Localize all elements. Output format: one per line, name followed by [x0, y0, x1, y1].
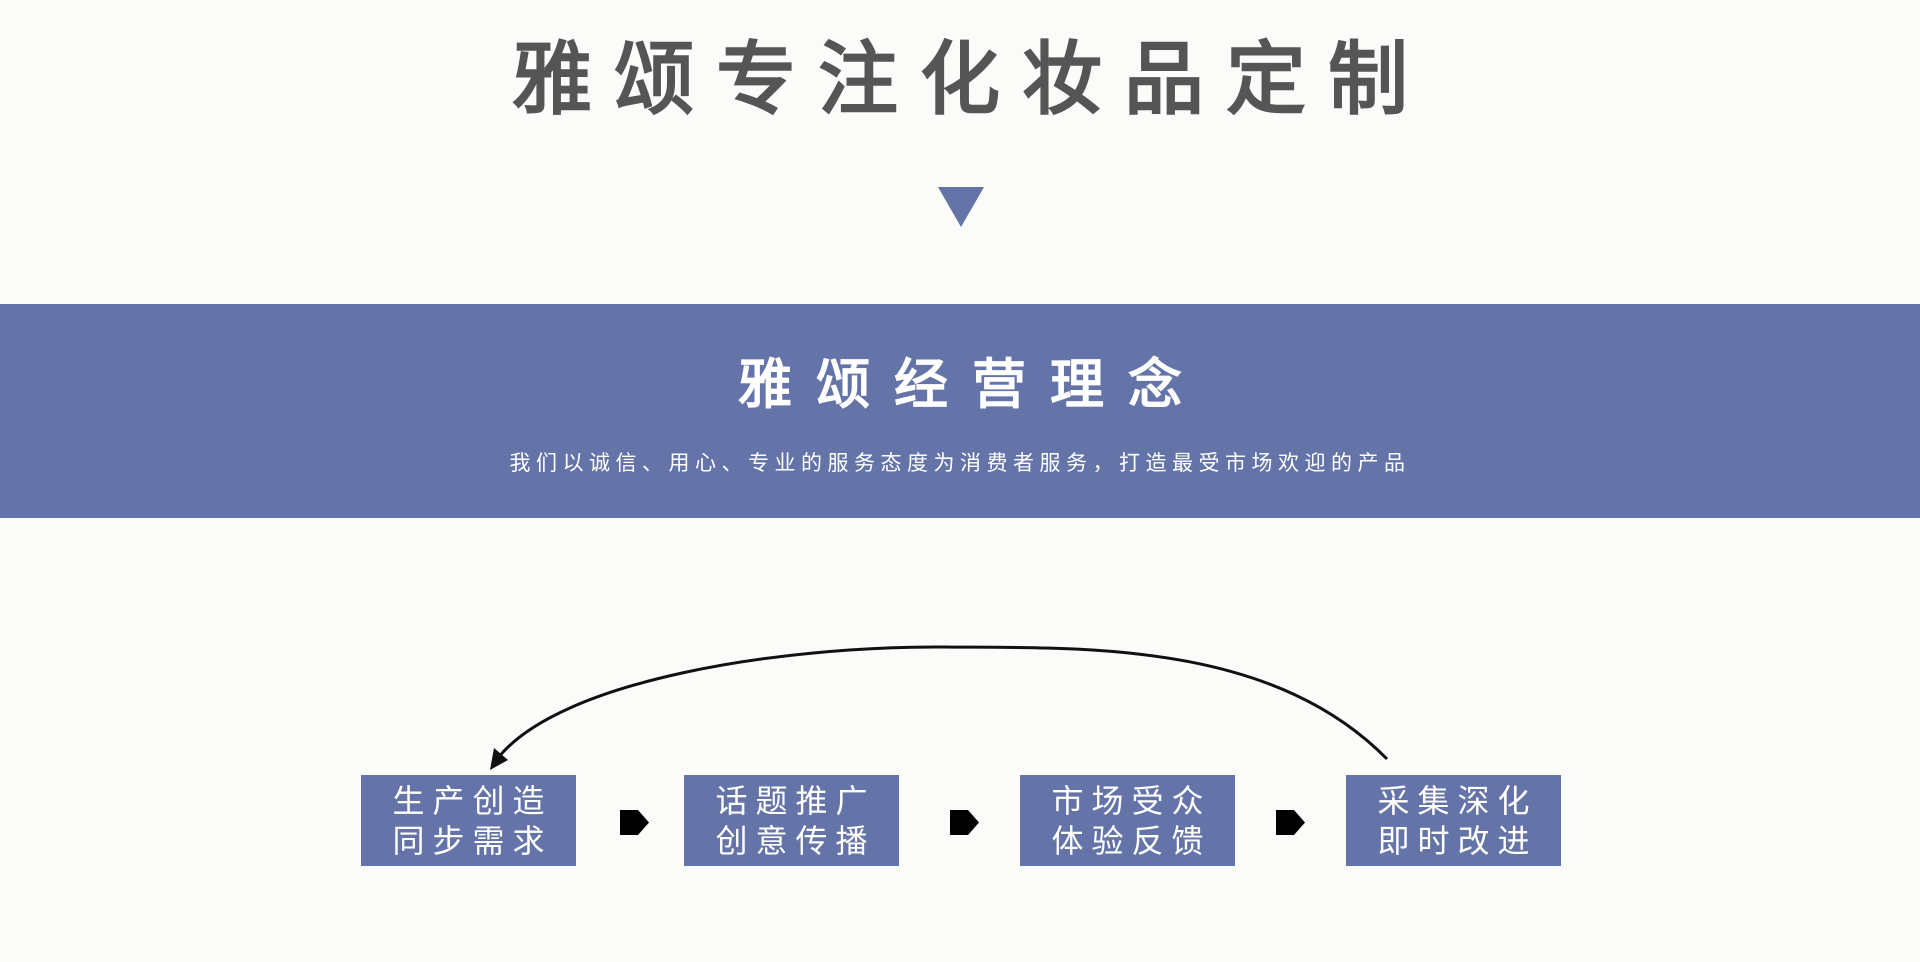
step-line-2: 创意传播: [715, 822, 876, 860]
flow-step-2: 话题推广 创意传播: [684, 775, 899, 866]
down-triangle-icon: [938, 187, 984, 227]
banner-title: 雅颂经营理念: [738, 353, 1206, 416]
step-line-1: 市场受众: [1051, 782, 1212, 820]
step-line-1: 采集深化: [1377, 782, 1538, 820]
step-line-2: 即时改进: [1377, 822, 1538, 860]
step-line-2: 体验反馈: [1051, 822, 1212, 860]
philosophy-banner: [0, 304, 1920, 518]
page-title: 雅颂专注化妆品定制: [512, 33, 1430, 126]
arrowhead-icon: [490, 748, 508, 770]
right-arrow-icon: [1276, 810, 1305, 835]
banner-subtitle: 我们以诚信、用心、专业的服务态度为消费者服务，打造最受市场欢迎的产品: [509, 451, 1411, 475]
flow-step-4: 采集深化 即时改进: [1346, 775, 1561, 866]
step-line-2: 同步需求: [392, 822, 553, 860]
step-line-1: 话题推广: [715, 782, 876, 820]
right-arrow-icon: [620, 810, 649, 835]
flow-step-1: 生产创造 同步需求: [361, 775, 576, 866]
flow-step-3: 市场受众 体验反馈: [1020, 775, 1235, 866]
step-line-1: 生产创造: [392, 782, 553, 820]
right-arrow-icon: [950, 810, 979, 835]
